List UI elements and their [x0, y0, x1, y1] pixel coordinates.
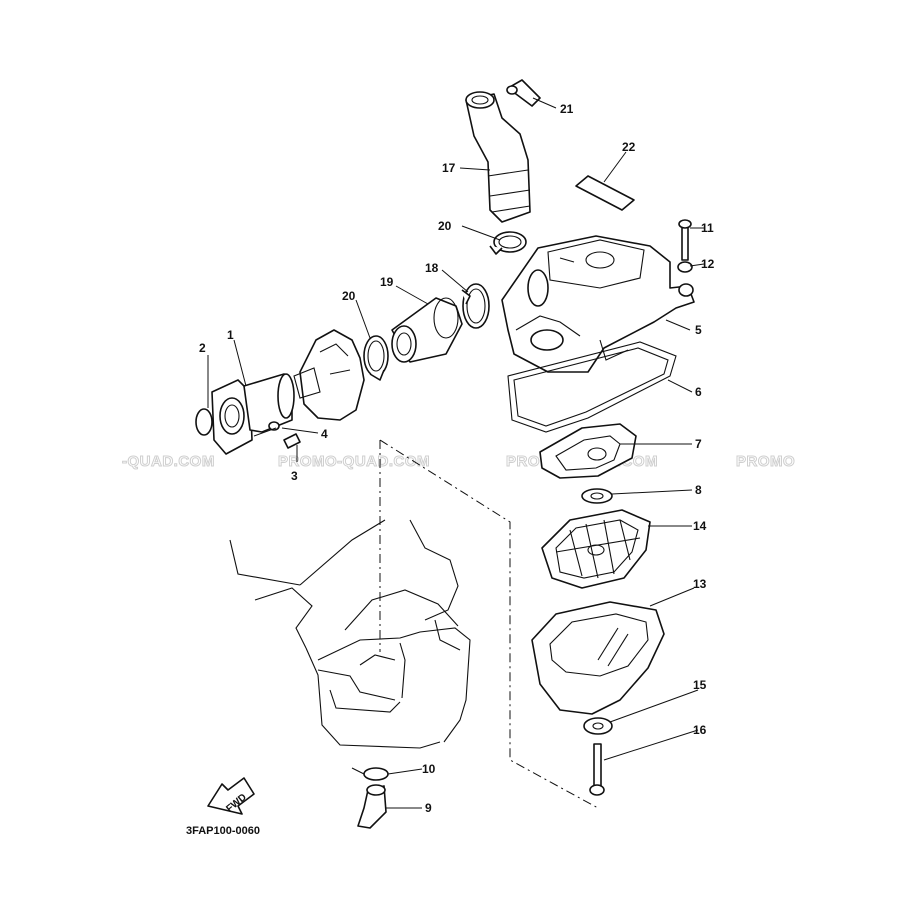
part-18-clamp [461, 283, 490, 329]
watermark-text-2: PROMO-QUAD.COM [278, 453, 430, 470]
watermark-text-1: -QUAD.COM [122, 453, 215, 470]
part-14-filter-cage [541, 509, 651, 589]
callout-20-upper: 20 [438, 219, 452, 233]
callout-17: 17 [442, 161, 456, 175]
callout-12: 12 [701, 257, 715, 271]
callout-7: 7 [695, 437, 702, 451]
part-3-bolt [283, 433, 301, 449]
figure-code: 3FAP100-0060 [186, 825, 260, 837]
carburetor-outline [293, 329, 365, 421]
part-4-nut [268, 421, 280, 431]
part-5-air-filter-case [501, 235, 695, 373]
callout-16: 16 [693, 723, 707, 737]
part-17-breather-hose [465, 91, 531, 223]
callout-19: 19 [380, 275, 394, 289]
part-1-carburetor-joint [211, 373, 295, 455]
callout-4: 4 [321, 427, 328, 441]
callout-13: 13 [693, 577, 707, 591]
part-15-washer [583, 717, 613, 735]
frame-airbox-housing [229, 519, 471, 749]
callout-11: 11 [701, 221, 714, 235]
part-20-upper-clamp [489, 231, 527, 255]
callout-14: 14 [693, 519, 707, 533]
part-11-screw [678, 219, 692, 261]
part-16-long-bolt [589, 743, 605, 796]
forward-arrow-icon: FWD [207, 777, 255, 815]
assembly-lines [379, 439, 599, 809]
part-9-drain-cap [357, 784, 387, 829]
leader-lines [207, 97, 705, 809]
callout-labels: 2 1 4 3 20 19 18 17 20 21 22 11 12 5 6 7… [199, 102, 715, 815]
part-6-gasket [507, 341, 677, 433]
callout-18: 18 [425, 261, 439, 275]
callout-21: 21 [560, 102, 574, 116]
callout-6: 6 [695, 385, 702, 399]
part-8-grommet [581, 488, 613, 504]
part-2-o-ring [195, 408, 213, 436]
part-13-air-filter-element [531, 601, 665, 715]
callout-3: 3 [291, 469, 298, 483]
watermark: -QUAD.COM PROMO-QUAD.COM PROMO-QUAD.COM … [122, 453, 796, 471]
callout-9: 9 [425, 801, 432, 815]
callout-1: 1 [227, 328, 234, 342]
callout-5: 5 [695, 323, 702, 337]
callout-22: 22 [622, 140, 636, 154]
part-12-washer [677, 261, 693, 273]
part-20-lower-clamp [363, 335, 389, 381]
callout-10: 10 [422, 762, 436, 776]
callout-15: 15 [693, 678, 707, 692]
part-10-clip [351, 767, 389, 781]
part-21-hose-elbow [506, 79, 541, 107]
callout-8: 8 [695, 483, 702, 497]
part-7-filter-guide [539, 423, 637, 479]
part-22-label [575, 175, 635, 211]
callout-20-lower: 20 [342, 289, 356, 303]
watermark-text-4: PROMO [736, 453, 795, 470]
part-19-intake-boot [391, 297, 463, 363]
callout-2: 2 [199, 341, 206, 355]
